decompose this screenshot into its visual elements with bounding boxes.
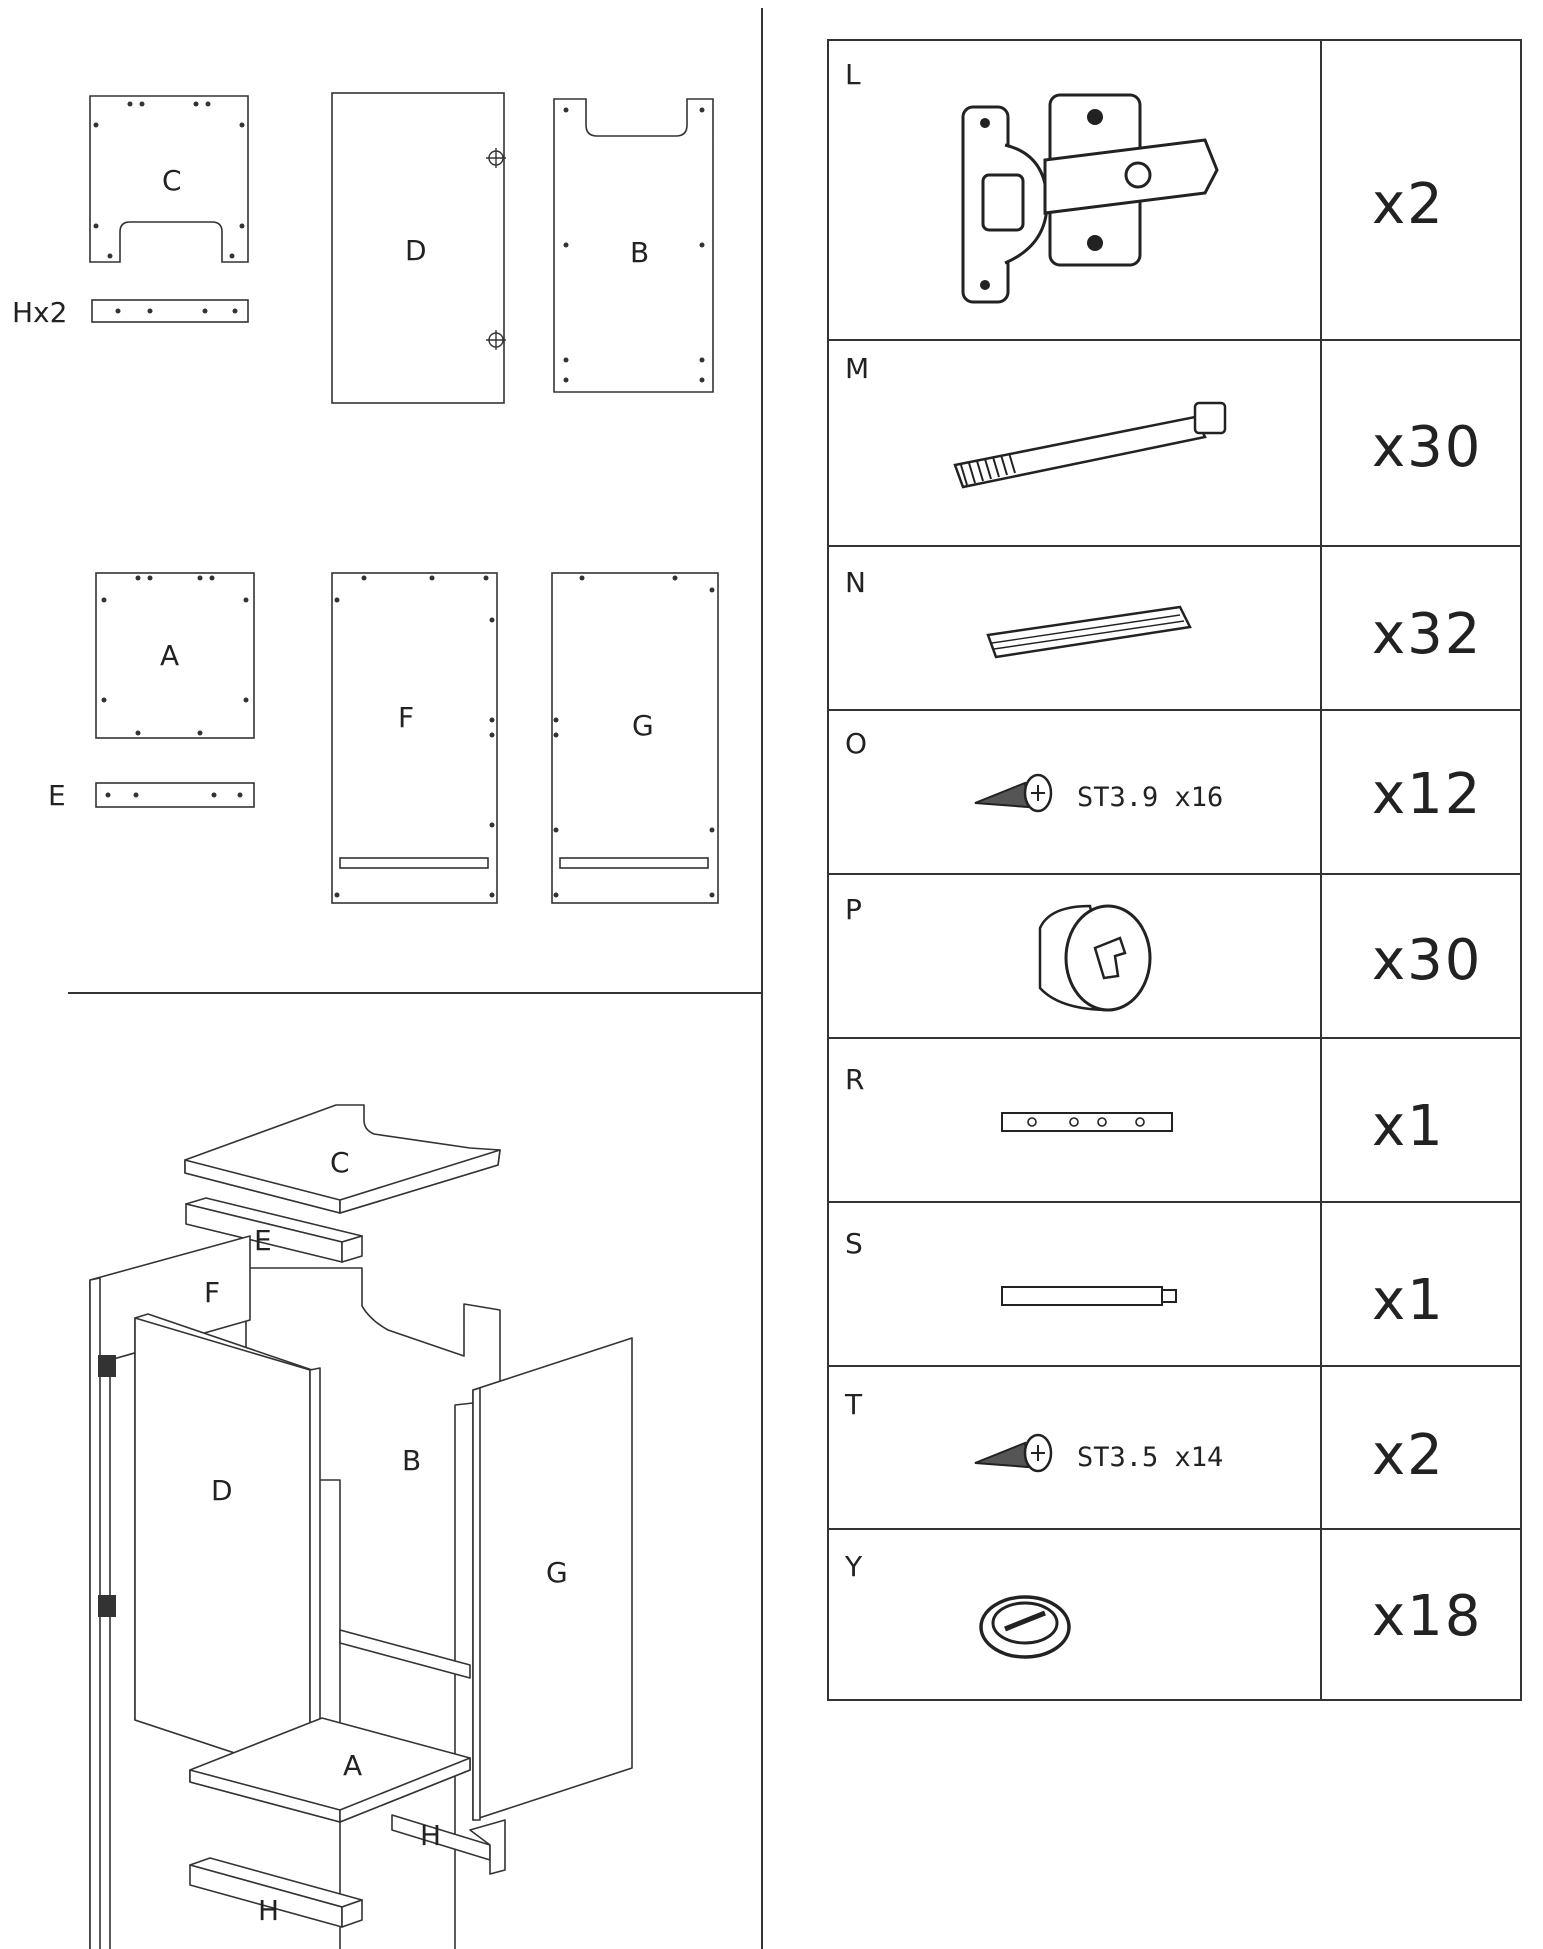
assembly-label-h-back: H — [420, 1819, 441, 1852]
hardware-qty-y: x18 — [1372, 1584, 1483, 1649]
assembly-side-f — [89, 1235, 251, 1949]
hardware-code-n: N — [845, 566, 866, 599]
hardware-qty-l: x2 — [1372, 172, 1445, 237]
hardware-code-p: P — [845, 893, 862, 926]
hardware-note-o: ST3.9 x16 — [1077, 782, 1224, 813]
assembly-label-c: C — [330, 1146, 350, 1179]
mounting-plate-icon — [1001, 1112, 1173, 1132]
label-g: G — [632, 709, 654, 742]
assembly-label-g: G — [546, 1556, 568, 1589]
wooden-dowel-icon — [986, 605, 1192, 659]
assembly-label-b: B — [402, 1444, 421, 1477]
label-b: B — [630, 236, 649, 269]
panel-d — [331, 92, 505, 404]
assembly-label-f: F — [204, 1276, 220, 1309]
label-h-count: Hx2 — [12, 296, 67, 329]
hardware-table — [827, 39, 1522, 1701]
panel-h-strip — [91, 299, 249, 323]
hardware-qty-s: x1 — [1372, 1268, 1445, 1333]
label-c: C — [162, 164, 182, 197]
hardware-code-y: Y — [845, 1550, 863, 1583]
hardware-qty-n: x32 — [1372, 602, 1483, 667]
hardware-qty-t: x2 — [1372, 1423, 1445, 1488]
hardware-code-s: S — [845, 1227, 863, 1260]
flat-panels-diagram: C Hx2 D B A E F G — [12, 92, 719, 904]
small-screw-icon — [974, 1433, 1053, 1473]
panel-c — [89, 95, 249, 263]
label-f: F — [398, 701, 414, 734]
vertical-divider — [761, 8, 763, 1949]
hardware-qty-p: x30 — [1372, 928, 1483, 993]
hardware-qty-m: x30 — [1372, 415, 1483, 480]
hardware-code-t: T — [845, 1388, 863, 1421]
label-e: E — [48, 779, 66, 812]
hardware-table-column-divider — [1320, 39, 1322, 1701]
horizontal-divider — [68, 992, 761, 994]
connecting-bolt-icon — [953, 401, 1227, 489]
assembly-label-e: E — [254, 1224, 272, 1257]
assembly-label-h-front: H — [258, 1894, 279, 1927]
panel-a — [95, 572, 255, 739]
hardware-code-m: M — [845, 352, 870, 385]
hardware-note-t: ST3.5 x14 — [1077, 1442, 1224, 1473]
panel-b — [553, 98, 714, 393]
hardware-qty-o: x12 — [1372, 762, 1483, 827]
hardware-code-r: R — [845, 1063, 865, 1096]
assembly-door-d-front — [134, 1317, 311, 1779]
label-d: D — [405, 234, 427, 267]
assembly-label-a: A — [343, 1749, 362, 1782]
hinge-icon — [961, 93, 1219, 304]
assembly-label-d: D — [211, 1474, 233, 1507]
panel-e-strip — [95, 782, 255, 808]
cam-lock-icon — [1038, 904, 1152, 1012]
wood-screw-icon — [974, 773, 1053, 813]
label-a: A — [160, 639, 179, 672]
panel-f — [331, 572, 498, 904]
hardware-code-o: O — [845, 727, 868, 760]
panel-g — [551, 572, 719, 904]
assembly-diagram: C E F D B G A H H — [89, 1104, 633, 1949]
hardware-code-l: L — [845, 58, 861, 91]
hardware-qty-r: x1 — [1372, 1094, 1445, 1159]
metal-pin-icon — [1001, 1286, 1177, 1306]
cover-cap-icon — [979, 1595, 1071, 1659]
